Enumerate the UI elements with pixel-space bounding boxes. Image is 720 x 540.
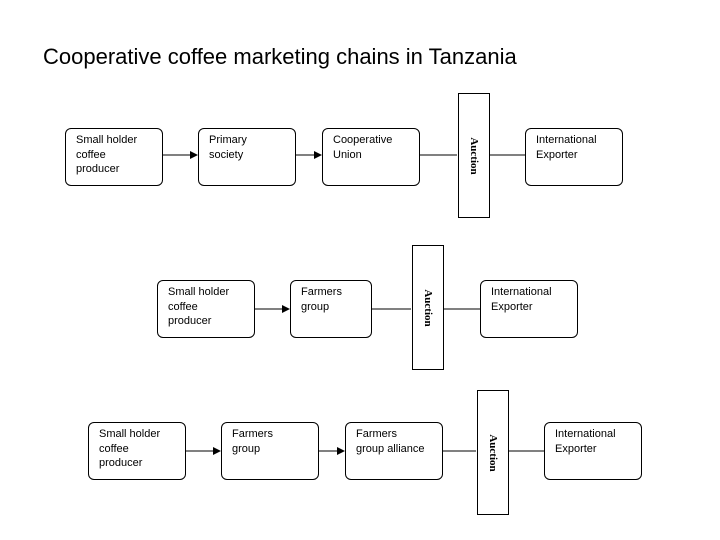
- chain3-farmers-group-alliance-box: Farmers group alliance: [345, 422, 443, 480]
- chain1-international-exporter-box: International Exporter: [525, 128, 623, 186]
- chain1-cooperative-union-box: Cooperative Union: [322, 128, 420, 186]
- page-title: Cooperative coffee marketing chains in T…: [43, 44, 517, 69]
- chain3-international-exporter-box: International Exporter: [544, 422, 642, 480]
- chain1-smallholder-producer-box: Small holder coffee producer: [65, 128, 163, 186]
- chain2-smallholder-producer-box: Small holder coffee producer: [157, 280, 255, 338]
- chain1-auction-box: Auction: [458, 93, 490, 218]
- chain3-farmers-group-box: Farmers group: [221, 422, 319, 480]
- chain2-international-exporter-box: International Exporter: [480, 280, 578, 338]
- chain1-primary-society-box: Primary society: [198, 128, 296, 186]
- chain3-smallholder-producer-box: Small holder coffee producer: [88, 422, 186, 480]
- chain2-auction-box: Auction: [412, 245, 444, 370]
- chain3-auction-box: Auction: [477, 390, 509, 515]
- chain2-farmers-group-box: Farmers group: [290, 280, 372, 338]
